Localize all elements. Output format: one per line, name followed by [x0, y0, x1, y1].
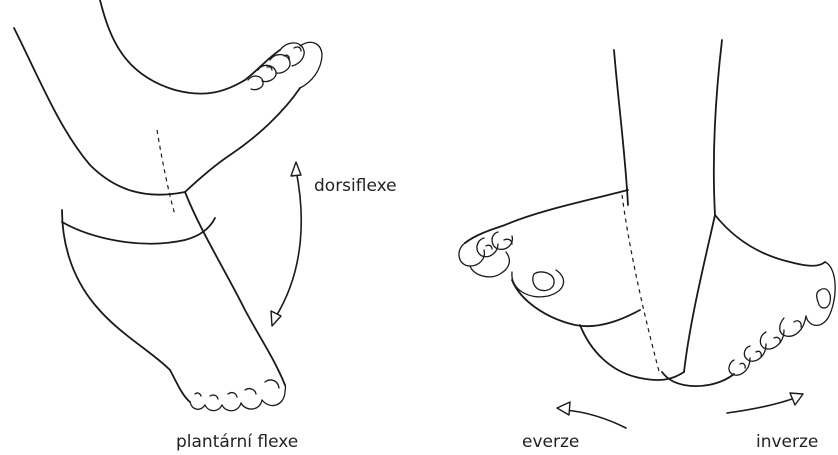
plantarflexion-label: plantární flexe	[176, 432, 298, 452]
plantarflexed-foot-drawing	[62, 192, 285, 411]
arrowhead-down-icon	[271, 311, 281, 326]
dorsiflexion-label: dorsiflexe	[314, 176, 397, 196]
eversion-label: everze	[522, 432, 579, 452]
arrowhead-up-icon	[291, 162, 301, 176]
inversion-label: inverze	[756, 432, 818, 452]
everted-foot-drawing	[459, 190, 684, 380]
left-figure: dorsiflexe plantární flexe	[14, 0, 397, 452]
right-figure: everze inverze	[459, 40, 835, 452]
dorsiflexion-plantarflexion-arrow	[271, 162, 301, 326]
arrowhead-left-icon	[557, 402, 570, 415]
leg-drawing	[614, 40, 722, 215]
dorsiflexed-foot-drawing	[14, 0, 322, 215]
inverted-foot-drawing	[662, 215, 835, 386]
arrowhead-right-icon	[790, 393, 803, 405]
inversion-arrow	[727, 393, 803, 413]
eversion-arrow	[557, 402, 626, 428]
